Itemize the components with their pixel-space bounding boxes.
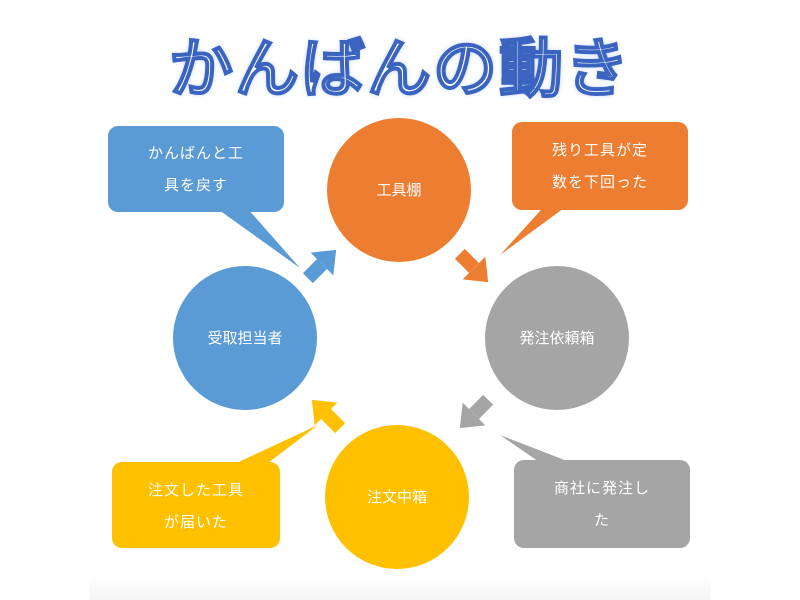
arrow-shelf-to-order-box (454, 248, 489, 283)
callout-arrived-text: 注文した工具 が届いた (112, 474, 280, 538)
callout-arrived (112, 425, 318, 548)
arrow-order-box-to-middle-box (459, 394, 494, 429)
node-order-box-label: 発注依頼箱 (519, 329, 595, 347)
callout-return (108, 126, 300, 268)
arrow-receiver-to-shelf (302, 249, 337, 284)
callout-ordered (500, 435, 690, 548)
callout-return-pointer (205, 200, 300, 268)
callout-arrived-box (112, 462, 280, 548)
arrow-middle-box-to-receiver (311, 399, 346, 434)
node-receiver-label: 受取担当者 (207, 329, 283, 347)
callout-ordered-box (514, 460, 690, 548)
diagram-title: かんばんの動き (168, 33, 631, 107)
callout-ordered-text: 商社に発注し た (514, 472, 690, 536)
callout-below-quantity-line2: 数を下回った (551, 173, 648, 191)
callout-return-box (108, 126, 284, 212)
node-tool-shelf-label: 工具棚 (376, 181, 422, 199)
callout-arrived-line1: 注文した工具 (147, 481, 244, 499)
node-order-middle-box-label: 注文中箱 (366, 488, 427, 506)
callout-below-quantity-box (512, 122, 688, 210)
callout-return-line1: かんばんと工 (147, 144, 244, 162)
callout-below-quantity (500, 122, 688, 255)
node-tool-shelf (327, 118, 471, 262)
node-receiver (173, 266, 317, 410)
node-order-box (485, 266, 629, 410)
callout-below-quantity-text: 残り工具が定 数を下回った (512, 134, 688, 198)
callout-arrived-pointer (230, 425, 318, 466)
callout-below-quantity-pointer (500, 200, 575, 255)
callout-below-quantity-line1: 残り工具が定 (551, 141, 648, 159)
callout-arrived-line2: が届いた (163, 513, 228, 531)
callout-return-line2: 具を戻す (163, 176, 228, 194)
callout-ordered-pointer (500, 435, 580, 466)
callout-return-text: かんばんと工 具を戻す (108, 137, 284, 201)
bottom-reflection (90, 578, 710, 600)
node-order-middle-box (325, 425, 469, 569)
callout-ordered-line2: た (593, 511, 610, 529)
callout-ordered-line1: 商社に発注し (553, 479, 650, 497)
